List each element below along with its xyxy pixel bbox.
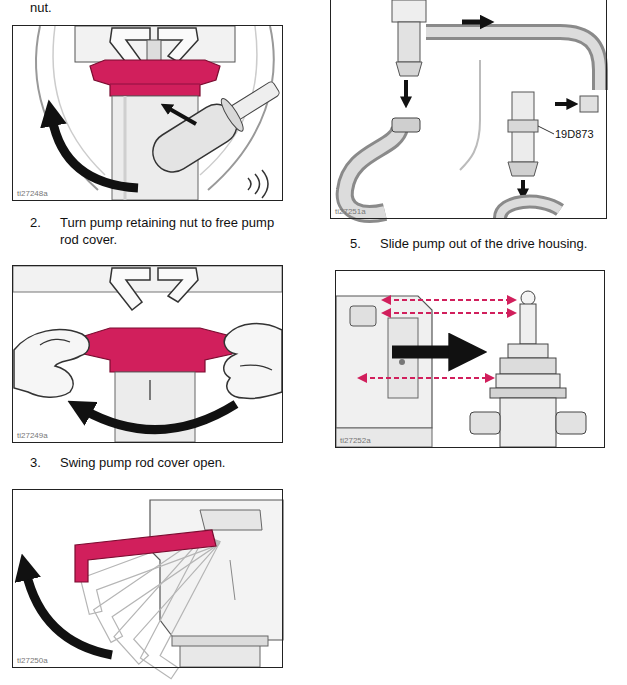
figure-id: ti27252a — [340, 436, 371, 445]
pump-removal-illustration-part — [362, 377, 490, 379]
figure-panel: ti27249a — [12, 265, 283, 443]
hammer-nut-illustration-part — [255, 174, 260, 194]
step-text: Turn pump retaining nut to free pump rod… — [60, 215, 288, 248]
hand-turn-illustration-part — [149, 380, 151, 400]
figure-id: ti27248a — [17, 189, 48, 198]
hose-disconnect-illustration-part — [398, 22, 420, 62]
hammer-nut-illustration-part — [110, 84, 200, 85]
hose-disconnect-illustration-part — [404, 80, 408, 100]
figure-panel: ti27250a — [12, 489, 283, 668]
hand-turn-illustration-part — [158, 268, 198, 302]
rod-cover-illustration-part — [26, 572, 112, 655]
step-number: 5. — [350, 236, 376, 253]
pump-removal-illustration-part — [500, 358, 556, 374]
rod-cover-illustration-part — [75, 530, 216, 582]
continued-text: nut. — [30, 0, 110, 17]
pump-removal-illustration-part — [470, 412, 500, 434]
hammer-nut-illustration — [36, 26, 287, 200]
pump-removal-illustration-part — [386, 312, 512, 314]
step-number: 2. — [30, 215, 54, 232]
hand-turn-illustration-part — [84, 404, 236, 430]
figure-id: ti27249a — [17, 431, 48, 440]
pump-removal-illustration-part — [521, 291, 535, 305]
hose-disconnect-illustration-part — [396, 62, 422, 76]
hammer-nut-illustration-part-part — [218, 96, 247, 134]
hand-turn-illustration-part — [110, 268, 150, 310]
hose-disconnect-illustration-part — [392, 118, 420, 132]
rod-cover-illustration — [26, 500, 283, 679]
hose-disconnect-illustration-part — [580, 96, 598, 112]
hand-turn-illustration-part — [78, 328, 238, 372]
pump-removal-illustration-part — [336, 428, 432, 447]
hand-turn-illustration-part — [14, 330, 89, 398]
figure-panel: ti27252a — [335, 270, 605, 448]
part-number: 19D873 — [555, 127, 615, 141]
hose-disconnect-illustration-part — [500, 202, 560, 218]
hose-disconnect-illustration — [345, 0, 600, 218]
step-text: Slide pump out of the drive housing. — [380, 236, 626, 253]
hose-disconnect-illustration-part — [345, 128, 400, 214]
hose-disconnect-illustration-part — [538, 126, 554, 134]
pump-removal-illustration-part — [490, 388, 566, 398]
hose-disconnect-illustration-part — [392, 0, 426, 22]
hose-disconnect-illustration-part — [508, 120, 538, 132]
pump-removal-illustration-part — [496, 374, 560, 388]
hose-disconnect-illustration-part — [500, 202, 560, 218]
pump-removal-illustration-part — [399, 359, 405, 365]
hose-disconnect-illustration-part — [462, 20, 484, 25]
figure-id: ti27250a — [17, 656, 48, 665]
hammer-nut-illustration-part — [52, 118, 138, 188]
hammer-nut-illustration-part — [145, 70, 287, 179]
figure-panel: ti27248a — [12, 25, 283, 201]
pump-removal-illustration-part — [386, 299, 512, 301]
rod-cover-illustration-part — [200, 510, 262, 530]
hammer-nut-illustration-part — [262, 170, 268, 198]
figure-panel: ti27251a — [330, 0, 607, 219]
hammer-nut-illustration-part — [158, 28, 198, 62]
pump-removal-illustration-part — [556, 412, 586, 434]
pump-removal-illustration-part — [508, 344, 548, 358]
hand-turn-illustration-part — [40, 339, 70, 345]
hand-turn-illustration-part — [240, 365, 272, 370]
hose-disconnect-illustration-part — [345, 128, 400, 214]
hammer-nut-illustration-part — [168, 108, 196, 124]
hose-disconnect-illustration-part — [426, 32, 600, 90]
hose-disconnect-illustration-part — [555, 102, 570, 106]
hand-turn-illustration-part — [224, 324, 282, 399]
rod-cover-illustration-part — [150, 500, 283, 640]
hose-disconnect-illustration-part — [521, 180, 525, 192]
hose-disconnect-illustration-part — [426, 32, 600, 90]
hand-turn-illustration — [13, 266, 282, 442]
rod-cover-illustration-part-part — [128, 533, 250, 679]
pump-removal-illustration-part — [520, 304, 536, 344]
pump-removal-illustration-part — [350, 306, 376, 326]
pump-removal-illustration-part — [500, 398, 556, 447]
hose-disconnect-illustration-part — [508, 162, 538, 176]
pump-removal-illustration-part — [336, 296, 432, 428]
figure-id: ti27251a — [335, 207, 366, 216]
hammer-nut-illustration-part — [248, 178, 251, 190]
hammer-nut-illustration-part — [90, 60, 220, 96]
pump-removal-illustration — [336, 291, 586, 447]
rod-cover-illustration-part — [172, 636, 268, 646]
pump-removal-illustration-part — [392, 346, 460, 359]
hose-disconnect-illustration-part — [460, 60, 480, 170]
step-number: 3. — [30, 455, 54, 472]
step-text: Swing pump rod cover open. — [60, 455, 288, 472]
rod-cover-illustration-part — [230, 560, 235, 600]
